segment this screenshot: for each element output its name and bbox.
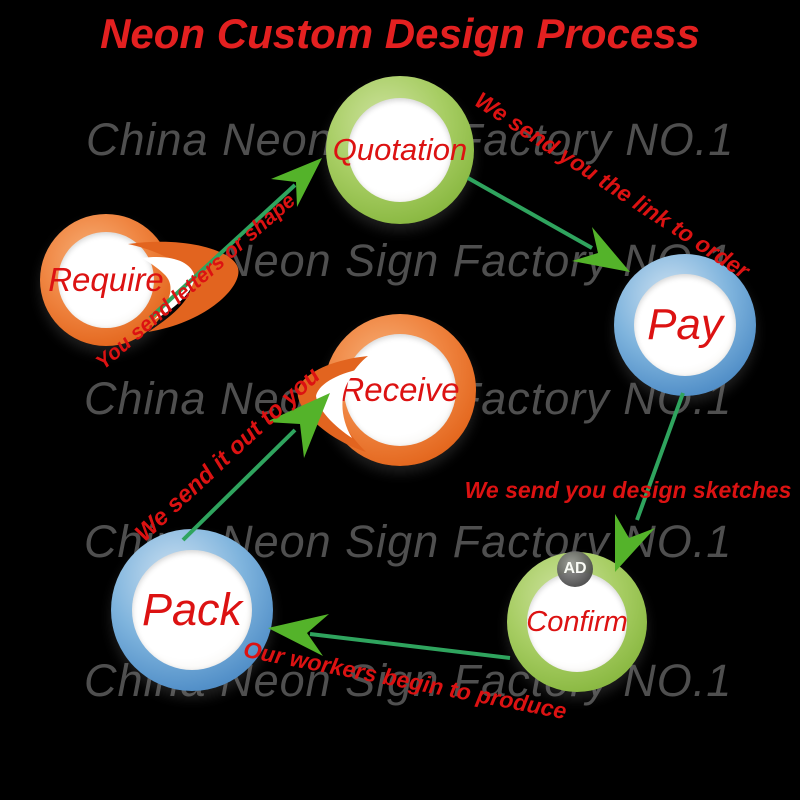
flow-node-pack: Pack xyxy=(111,529,273,691)
node-face: Receive xyxy=(340,334,460,446)
flow-node-require: Require xyxy=(40,214,172,346)
arrow-pack-to-receive xyxy=(181,393,330,542)
node-label-receive: Receive xyxy=(340,371,460,408)
ad-badge-label: AD xyxy=(563,560,587,577)
node-face: Require xyxy=(48,232,164,328)
node-face: Quotation xyxy=(333,98,467,202)
node-face: Confirm xyxy=(526,572,628,672)
flow-node-pay: Pay xyxy=(614,254,756,396)
node-label-require: Require xyxy=(48,261,164,298)
arrow-confirm-to-pack xyxy=(268,614,511,660)
node-label-confirm: Confirm xyxy=(526,605,628,638)
node-face: Pack xyxy=(132,550,252,670)
node-label-pay: Pay xyxy=(647,300,723,349)
arrow-pay-to-confirm xyxy=(615,392,685,572)
node-label-pack: Pack xyxy=(141,584,243,635)
flow-node-quotation: Quotation xyxy=(326,76,474,224)
require-bubble-tail-highlight xyxy=(142,257,195,320)
receive-bubble-tail-highlight xyxy=(316,370,356,438)
arrow-quotation-to-pay xyxy=(467,176,630,272)
page-title: Neon Custom Design Process xyxy=(100,10,700,57)
ad-badge: AD xyxy=(557,551,593,587)
node-label-quotation: Quotation xyxy=(332,132,468,167)
edge-label-pay-to-confirm: We send you design sketches xyxy=(464,477,792,503)
node-face: Pay xyxy=(634,274,736,376)
arrow-require-to-quotation xyxy=(148,158,322,320)
